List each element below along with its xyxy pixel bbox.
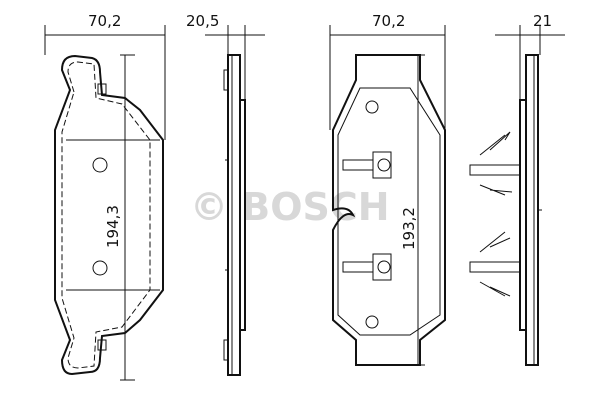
dim-width-1: 70,2 <box>88 12 121 30</box>
pad-2-front-view <box>332 54 446 366</box>
pad-2-side-view: 21 <box>469 12 565 366</box>
dim-height-2: 193,2 <box>400 207 418 250</box>
pad-2-dimensions: 70,2 193,2 <box>329 12 446 366</box>
dim-thickness-1: 20,5 <box>186 12 219 30</box>
pad-1-side-view: 20,5 <box>186 12 265 376</box>
pad-1-front-view <box>54 54 164 376</box>
dim-thickness-2: 21 <box>533 12 552 30</box>
pad-1-dimensions: 70,2 194,3 <box>44 12 166 381</box>
watermark: © BOSCH <box>190 185 390 229</box>
dim-width-2: 70,2 <box>372 12 405 30</box>
dim-height-1: 194,3 <box>104 205 122 248</box>
